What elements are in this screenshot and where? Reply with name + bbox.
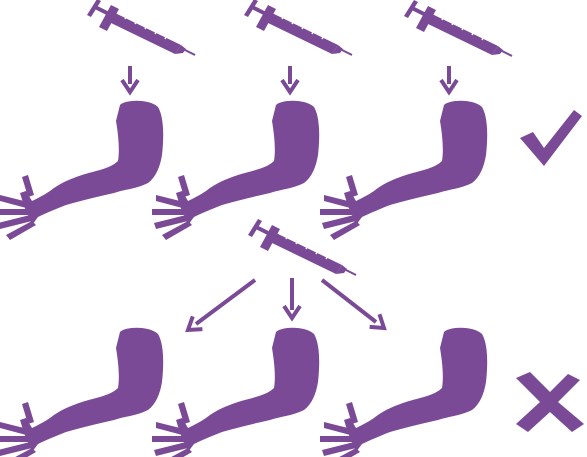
arm-icon bbox=[152, 101, 319, 240]
arrow-down-icon bbox=[441, 66, 457, 92]
top-row bbox=[0, 0, 582, 240]
arrow-down-icon bbox=[122, 66, 138, 92]
arrow-icon bbox=[183, 280, 255, 336]
syringe-icon bbox=[244, 0, 352, 55]
syringe-icon bbox=[87, 0, 195, 55]
checkmark-icon bbox=[520, 110, 582, 166]
arm-icon bbox=[0, 328, 163, 457]
cross-icon bbox=[516, 372, 584, 432]
arrow-icon bbox=[284, 278, 300, 318]
syringe-icon bbox=[248, 219, 356, 275]
arrow-icon bbox=[322, 280, 389, 334]
arm-icon bbox=[152, 328, 319, 457]
arrow-down-icon bbox=[282, 66, 298, 92]
syringe-icon bbox=[404, 0, 512, 56]
arm-icon bbox=[320, 101, 487, 240]
arm-icon bbox=[0, 101, 163, 240]
arm-icon bbox=[320, 328, 487, 457]
bottom-row bbox=[0, 219, 584, 457]
